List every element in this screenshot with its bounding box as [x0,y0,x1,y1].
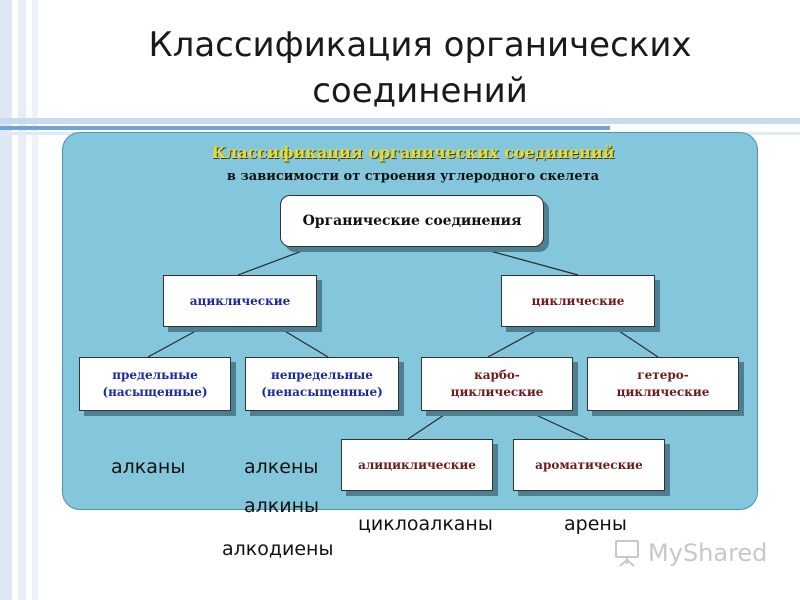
node-unsaturated: непредельные (ненасыщенные) [245,357,399,411]
diagram-title: Классификация органических соединений [211,143,615,162]
presentation-board-icon [615,540,639,567]
node-saturated: предельные (насыщенные) [79,357,231,411]
slide-title: Классификация органических соединений [100,22,740,114]
connector-carbocyclic-alicyclic [407,408,454,440]
classification-diagram: Классификация органических соединений в … [62,132,758,510]
label-alkynes: алкины [244,495,320,517]
connector-carbocyclic-aromatic [522,408,589,440]
watermark-logo: MyShared [612,538,767,568]
connector-acyclic-unsaturated [277,326,329,358]
label-arenes: арены [564,513,627,535]
node-aromatic: ароматические [513,439,665,491]
label-alkadienes: алкодиены [222,538,334,560]
diagram-subtitle: в зависимости от строения углеродного ск… [226,169,600,184]
tree-connectors [147,244,659,440]
label-alkenes: алкены [244,456,319,478]
slide-title-line-2: соединений [312,71,528,111]
label-cycloalkanes: циклоалканы [358,513,493,535]
label-alkanes: алканы [111,456,186,478]
connector-cyclic-carbocyclic [487,326,544,358]
connector-root-acyclic [237,244,319,276]
node-organic-compounds: Органические соединения [280,195,544,247]
connector-cyclic-heterocyclic [612,326,659,358]
watermark-text: MyShared [648,539,768,567]
node-alicyclic: алициклические [341,439,493,491]
node-carbocyclic: карбо- циклические [421,357,573,411]
node-acyclic: ациклические [163,275,317,327]
node-heterocyclic: гетеро- циклические [587,357,739,411]
connector-acyclic-saturated [147,326,204,358]
node-cyclic: циклические [501,275,655,327]
connector-root-cyclic [467,244,579,276]
slide-title-line-1: Классификация органических [148,25,692,65]
